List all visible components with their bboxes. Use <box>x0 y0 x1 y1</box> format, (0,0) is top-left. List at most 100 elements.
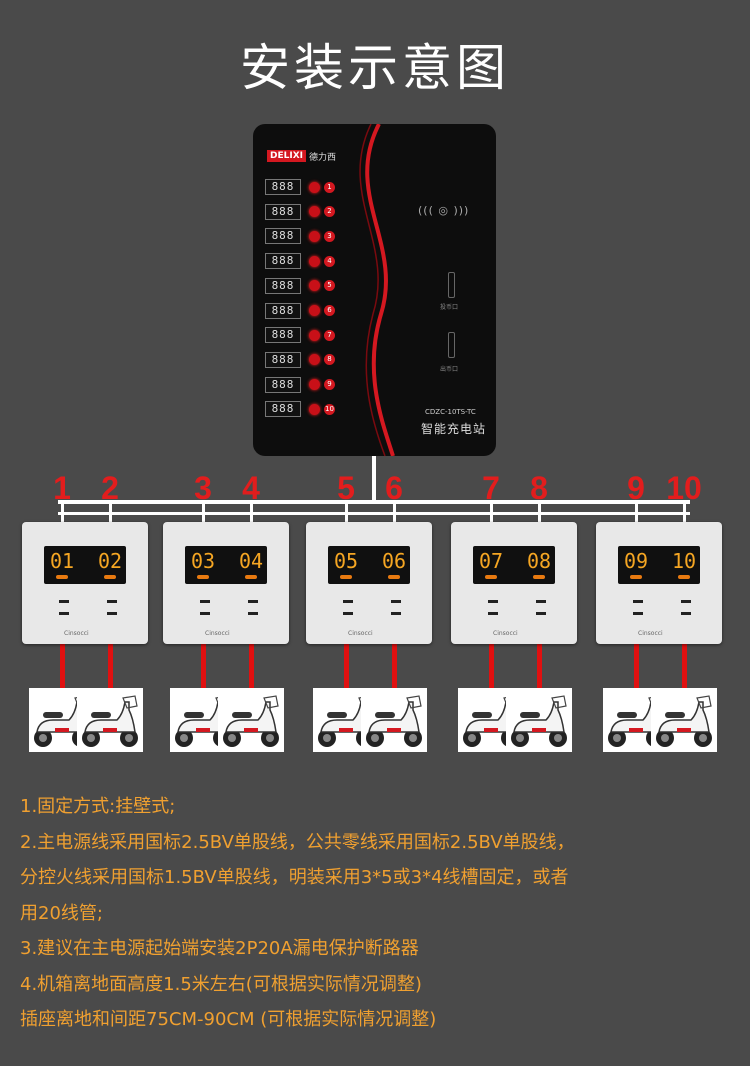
socket-left-number: 09 <box>624 549 649 573</box>
channel-row: 888 7 <box>265 327 345 344</box>
charge-cable <box>108 644 113 688</box>
socket-right-number: 06 <box>382 549 407 573</box>
channel-led-icon <box>309 206 320 218</box>
channel-row: 888 10 <box>265 401 345 418</box>
outlet-hole <box>536 600 546 603</box>
port-number: 10 <box>666 470 702 506</box>
charge-cable <box>201 644 206 688</box>
outlet-hole <box>248 600 258 603</box>
port-number: 1 <box>53 470 71 506</box>
socket-right-number: 02 <box>98 549 123 573</box>
socket-brand: Cinsocci <box>348 630 373 637</box>
drop-wire <box>683 502 686 522</box>
indicator-icon <box>197 575 209 579</box>
trunk-vertical <box>372 456 376 502</box>
channel-number: 1 <box>324 181 335 193</box>
outlet-hole <box>633 600 643 603</box>
outlet-hole <box>200 600 210 603</box>
socket-left-number: 07 <box>479 549 504 573</box>
channel-display: 888 <box>265 228 301 245</box>
outlet-hole <box>488 612 498 615</box>
rfid-reader-icon: ((( ◎ ))) <box>418 204 470 217</box>
channel-number: 10 <box>324 403 335 415</box>
indicator-icon <box>245 575 257 579</box>
outlet-hole <box>633 612 643 615</box>
channel-number: 6 <box>324 305 335 316</box>
drop-wire <box>345 502 348 522</box>
channel-display: 888 <box>265 401 301 418</box>
socket-brand: Cinsocci <box>64 630 89 637</box>
socket-right-number: 08 <box>527 549 552 573</box>
socket-screen: 09 10 <box>618 546 700 584</box>
drop-wire <box>393 502 396 522</box>
outlet-hole <box>107 612 117 615</box>
channel-number: 4 <box>324 255 335 267</box>
channel-display: 888 <box>265 327 301 344</box>
outlet-hole <box>107 600 117 603</box>
socket-left-number: 05 <box>334 549 359 573</box>
red-curve <box>359 124 395 456</box>
channel-row: 888 6 <box>265 302 345 319</box>
indicator-icon <box>678 575 690 579</box>
charge-cable <box>60 644 65 688</box>
indicator-icon <box>56 575 68 579</box>
drop-wire <box>490 502 493 522</box>
coin-slot-out-label: 出币口 <box>440 366 459 373</box>
socket-left-number: 01 <box>50 549 75 573</box>
charge-cable <box>682 644 687 688</box>
channel-number: 5 <box>324 280 335 292</box>
model-number: CDZC-10TS-TC <box>425 408 476 416</box>
socket-screen: 01 02 <box>44 546 126 584</box>
install-note: 用20线管; <box>20 902 103 924</box>
electric-scooter-icon <box>77 688 143 752</box>
outlet-hole <box>391 600 401 603</box>
socket-screen: 07 08 <box>473 546 555 584</box>
port-number: 2 <box>101 470 119 506</box>
install-note: 插座离地和间距75CM-90CM (可根据实际情况调整) <box>20 1009 437 1030</box>
outlet-hole <box>59 600 69 603</box>
outlet-hole <box>488 600 498 603</box>
channel-row: 888 3 <box>265 228 345 245</box>
trunk-horizontal <box>58 500 690 504</box>
outlet-hole <box>343 600 353 603</box>
install-note: 2.主电源线采用国标2.5BV单股线，公共零线采用国标2.5BV单股线， <box>20 831 575 853</box>
drop-wire <box>538 502 541 522</box>
charge-cable <box>537 644 542 688</box>
outlet-hole <box>343 612 353 615</box>
drop-wire <box>109 502 112 522</box>
drop-wire <box>635 502 638 522</box>
channel-display: 888 <box>265 302 301 319</box>
socket-right-number: 04 <box>239 549 264 573</box>
drop-wire <box>250 502 253 522</box>
socket-brand: Cinsocci <box>638 630 663 637</box>
channel-display: 888 <box>265 203 301 220</box>
outlet-hole <box>59 612 69 615</box>
drop-wire <box>202 502 205 522</box>
socket-left-number: 03 <box>191 549 216 573</box>
coin-slot-in <box>448 272 455 298</box>
electric-scooter-icon <box>218 688 284 752</box>
outlet-hole <box>200 612 210 615</box>
socket-right-number: 10 <box>672 549 697 573</box>
channel-led-icon <box>309 230 320 242</box>
channel-number: 7 <box>324 329 335 341</box>
indicator-icon <box>104 575 116 579</box>
channel-led-icon <box>309 305 320 316</box>
channel-number: 3 <box>324 230 335 242</box>
channel-led-icon <box>309 354 320 366</box>
charge-cable <box>392 644 397 688</box>
charge-cable <box>634 644 639 688</box>
channel-led-icon <box>309 329 320 341</box>
outlet-hole <box>248 612 258 615</box>
indicator-icon <box>533 575 545 579</box>
coin-slot-in-label: 投币口 <box>440 304 459 311</box>
socket-brand: Cinsocci <box>205 630 230 637</box>
